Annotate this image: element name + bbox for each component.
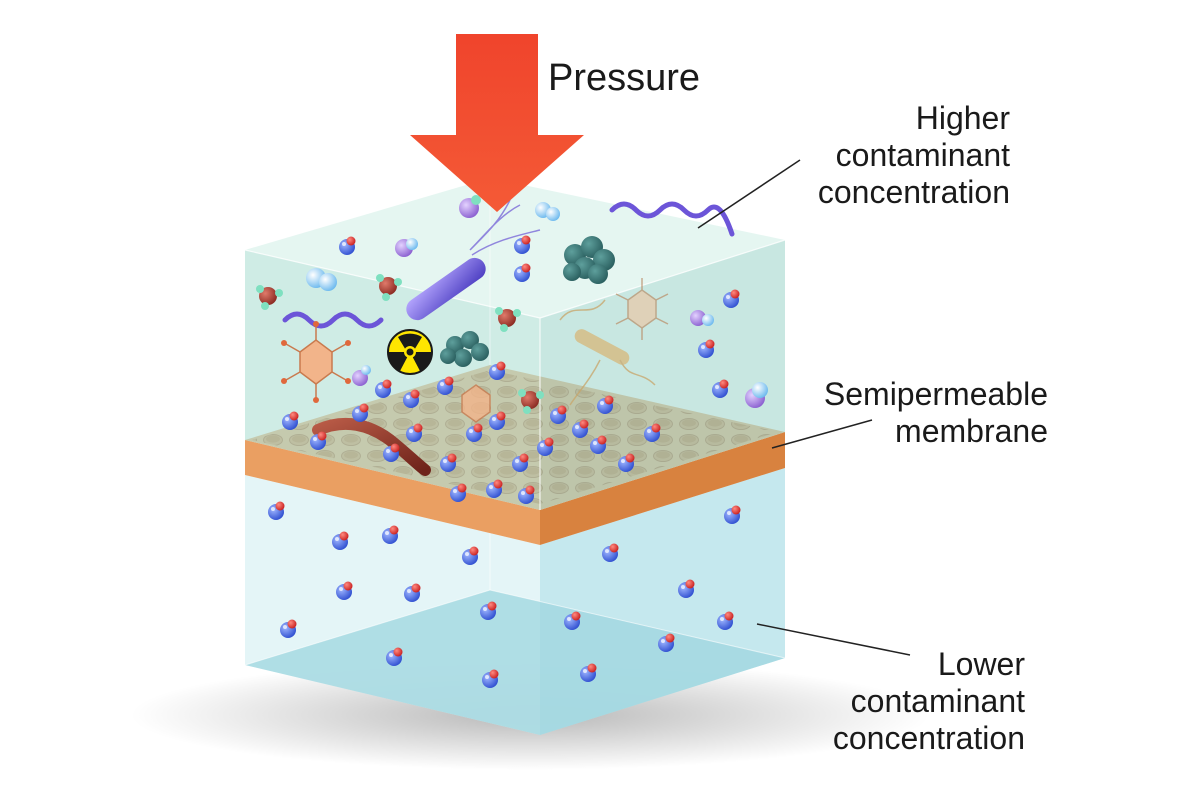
water-molecule-icon — [717, 611, 734, 630]
ion-bubble — [690, 310, 714, 326]
ion-bubble — [395, 238, 418, 257]
water-molecules — [268, 235, 741, 688]
contaminants — [256, 195, 768, 476]
water-molecule-icon — [482, 669, 499, 688]
ion-bubble — [459, 195, 481, 218]
molecule-cluster — [563, 236, 615, 284]
label-line: contaminant — [835, 137, 1010, 173]
water-molecule-icon — [678, 579, 695, 598]
bacteria-icon — [312, 417, 431, 476]
label-line: contaminant — [850, 683, 1025, 719]
water-molecule-icon — [480, 601, 497, 620]
water-molecule-icon — [580, 663, 597, 682]
virus-icon — [461, 384, 491, 423]
water-molecule-icon — [618, 453, 635, 472]
water-molecule-icon — [280, 619, 297, 638]
membrane-label: Semipermeable membrane — [824, 376, 1048, 450]
water-molecule-icon — [590, 435, 607, 454]
water-molecule-icon — [489, 361, 506, 380]
water-molecule-icon — [724, 505, 741, 524]
higher-concentration-label: Higher contaminant concentration — [818, 100, 1010, 211]
water-molecule-icon — [440, 453, 457, 472]
wiggle-molecule — [282, 311, 384, 329]
ion-bubble — [535, 202, 560, 221]
radiation-icon — [387, 329, 433, 375]
water-molecule-icon — [514, 263, 531, 282]
virus-icon — [281, 321, 351, 403]
membrane-leader-line — [771, 419, 873, 449]
water-molecule-icon — [486, 479, 503, 498]
contaminant-molecule — [256, 285, 283, 310]
lower-water-volume — [244, 460, 786, 735]
label-line: Higher — [915, 100, 1010, 136]
water-molecule-icon — [644, 423, 661, 442]
arrow-down-icon — [410, 34, 584, 212]
pressure-text: Pressure — [548, 57, 701, 99]
water-molecule-icon — [462, 546, 479, 565]
water-molecule-icon — [382, 525, 399, 544]
water-molecule-icon — [550, 405, 567, 424]
water-molecule-icon — [564, 611, 581, 630]
water-molecule-icon — [352, 403, 369, 422]
water-molecule-icon — [375, 379, 392, 398]
label-line: membrane — [895, 413, 1048, 449]
water-molecule-icon — [514, 235, 531, 254]
water-molecule-icon — [383, 443, 400, 462]
water-molecule-icon — [658, 633, 675, 652]
label-line: Lower — [937, 646, 1025, 682]
contaminant-molecule — [518, 389, 544, 414]
water-molecule-icon — [282, 411, 299, 430]
label-line: concentration — [832, 720, 1025, 756]
water-molecule-icon — [466, 423, 483, 442]
water-molecule-icon — [723, 289, 740, 308]
water-molecule-icon — [512, 453, 529, 472]
water-molecule-icon — [336, 581, 353, 600]
water-molecule-icon — [698, 339, 715, 358]
water-molecule-icon — [404, 583, 421, 602]
contaminant-molecule — [376, 274, 402, 301]
higher-leader-line — [697, 159, 801, 229]
label-line: concentration — [817, 174, 1010, 210]
water-molecule-icon — [437, 376, 454, 395]
ion-bubble — [352, 365, 371, 386]
pressure-label: Pressure — [548, 58, 700, 98]
water-molecule-icon — [489, 411, 506, 430]
water-molecule-icon — [597, 395, 614, 414]
lower-leader-line — [756, 623, 911, 656]
label-line: Semipermeable — [823, 376, 1048, 412]
water-molecule-icon — [572, 419, 589, 438]
ion-bubble — [745, 382, 768, 408]
water-molecule-icon — [332, 531, 349, 550]
bacteria-icon — [559, 299, 656, 406]
water-molecule-icon — [386, 647, 403, 666]
water-molecule-icon — [406, 423, 423, 442]
water-molecule-icon — [518, 485, 535, 504]
water-molecule-icon — [450, 483, 467, 502]
lower-concentration-label: Lower contaminant concentration — [833, 646, 1025, 757]
water-molecule-icon — [537, 437, 554, 456]
water-molecule-icon — [268, 501, 285, 520]
contaminant-molecule — [495, 307, 521, 332]
water-molecule-icon — [712, 379, 729, 398]
water-molecule-icon — [403, 389, 420, 408]
molecule-cluster — [440, 331, 489, 367]
water-molecule-icon — [310, 431, 327, 450]
ion-bubble — [306, 268, 337, 291]
water-molecule-icon — [339, 236, 356, 255]
wiggle-molecule — [609, 201, 735, 237]
water-molecule-icon — [602, 543, 619, 562]
virus-icon — [615, 278, 669, 340]
bacteria-icon — [406, 199, 541, 321]
